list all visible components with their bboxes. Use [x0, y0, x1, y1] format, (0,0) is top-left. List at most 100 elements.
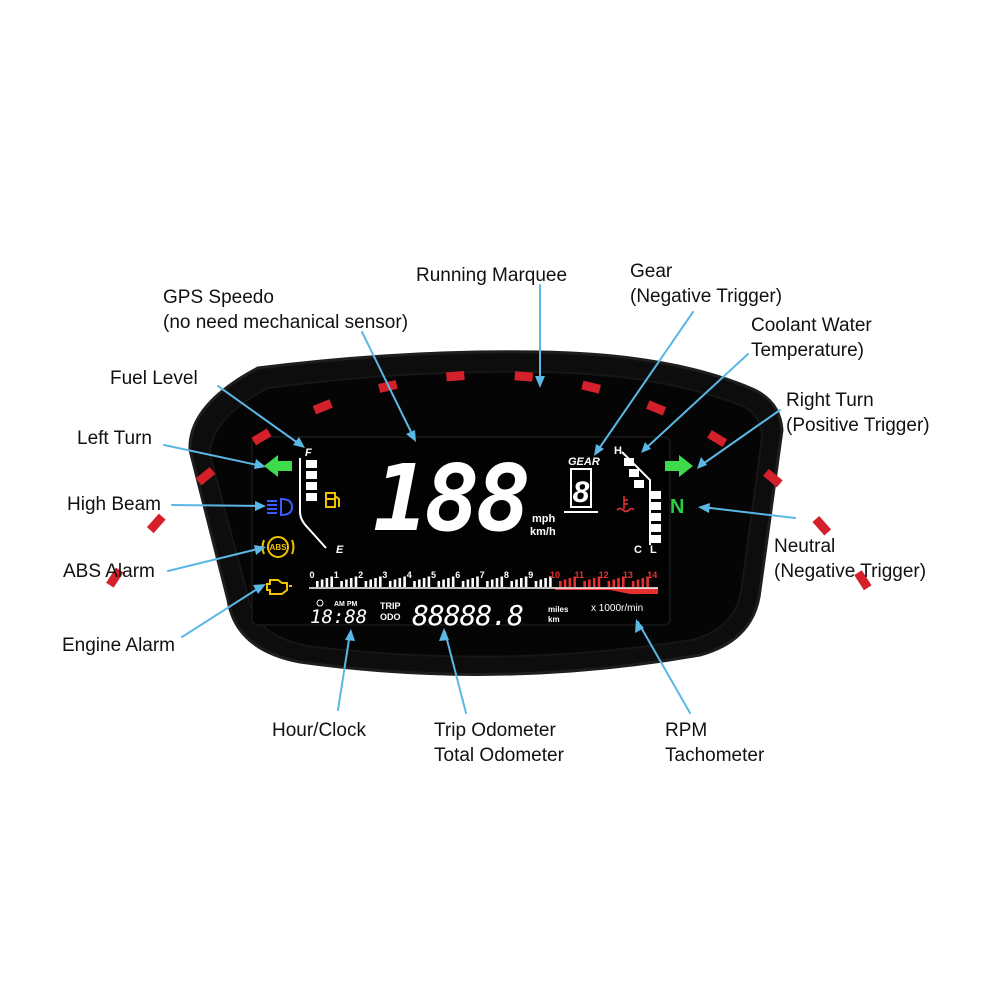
- callout-arrowheads: [253, 376, 710, 641]
- rpm-bar-segment: [559, 581, 562, 587]
- rpm-bar-segment: [354, 576, 358, 587]
- rpm-bar-segment: [495, 578, 499, 587]
- callout-engine-alarm: Engine Alarm: [62, 633, 175, 658]
- rpm-bar-segment: [369, 579, 372, 587]
- rpm-bar-segment: [330, 576, 333, 587]
- coolant-gauge: H C L: [614, 445, 661, 556]
- neutral-indicator: N: [670, 496, 684, 518]
- leader-rpm: [637, 621, 691, 714]
- gear-indicator: GEAR 8: [564, 456, 600, 513]
- odometer-readout: 88888.8: [412, 599, 523, 632]
- arrowhead-speedo: [406, 430, 416, 442]
- callout-coolant-line1: Coolant Water: [751, 315, 872, 336]
- speed-unit-kmh: km/h: [530, 526, 556, 538]
- callout-rpm-line1: RPM: [665, 720, 708, 741]
- gear-digit-frame: [570, 468, 592, 508]
- arrowhead-high-beam: [255, 501, 266, 511]
- arrowhead-abs: [254, 545, 266, 555]
- rpm-bar-segment: [612, 579, 615, 587]
- callout-abs-text: ABS Alarm: [63, 561, 155, 582]
- rpm-bar-segment: [447, 578, 450, 587]
- fuel-gauge-rail: [299, 458, 327, 549]
- rpm-bar-segment: [544, 578, 547, 587]
- callout-neutral-line1: Neutral: [774, 536, 836, 557]
- gear-digit: 8: [573, 476, 590, 509]
- fuel-bar-segment: [306, 471, 317, 479]
- rpm-bar-segment: [466, 579, 470, 587]
- leader-gear: [595, 311, 694, 454]
- rpm-bar-segment: [437, 581, 441, 587]
- callout-high-beam: High Beam: [67, 492, 161, 517]
- rpm-bar-segment: [486, 581, 489, 587]
- rpm-bar-segment: [471, 578, 474, 587]
- callout-abs-alarm: ABS Alarm: [63, 559, 155, 584]
- callout-neutral: Neutral (Negative Trigger): [774, 534, 926, 584]
- rpm-bar-segment: [583, 581, 586, 587]
- rpm-bar-segment: [403, 576, 406, 587]
- marquee-led-segment: [812, 515, 832, 536]
- callout-gps-line1: GPS Speedo: [163, 287, 274, 308]
- rpm-bar-segment: [592, 578, 596, 587]
- rpm-bar-segment: [379, 576, 382, 587]
- rpm-tick-label: 5: [431, 570, 436, 580]
- fuel-bar-segment: [320, 710, 332, 726]
- rpm-bar-segment: [588, 579, 591, 587]
- rpm-bar-segment: [631, 581, 635, 587]
- marquee-led-segment: [446, 371, 465, 382]
- callout-leaders: [163, 284, 796, 714]
- rpm-bar-segment: [617, 578, 620, 587]
- marquee-led-segment: [581, 380, 601, 394]
- callout-fuel-text: Fuel Level: [110, 368, 198, 389]
- odometer-group: TRIP ODO 88888.8 miles km: [380, 599, 569, 632]
- rpm-bar-segment: [510, 581, 513, 587]
- rpm-tick-label: 8: [504, 570, 509, 580]
- marquee-led-segment: [312, 399, 333, 415]
- callout-odometer: Trip Odometer Total Odometer: [434, 718, 564, 768]
- marquee-led-segment: [514, 371, 534, 382]
- leader-right-turn: [699, 409, 781, 467]
- callout-neutral-line2: (Negative Trigger): [774, 561, 927, 582]
- callout-rpm: RPM Tachometer: [665, 718, 764, 768]
- coolant-bar-segment: [634, 480, 644, 488]
- callout-left-turn: Left Turn: [77, 426, 152, 451]
- rpm-bar-segment: [539, 579, 543, 587]
- leader-fuel-level: [217, 385, 303, 447]
- rpm-bar-segment: [422, 578, 426, 587]
- rpm-bar-segment: [636, 579, 640, 587]
- rpm-tick-label: 0: [309, 570, 314, 580]
- rpm-bar-segment: [364, 581, 368, 587]
- coolant-bar-segment: [651, 502, 661, 510]
- marquee-led-segment: [707, 430, 728, 448]
- rpm-bar-segment: [393, 579, 397, 587]
- leader-neutral: [701, 506, 796, 519]
- rpm-tick-label: 2: [358, 570, 363, 580]
- fuel-full-label: F: [305, 447, 312, 459]
- rpm-bar-segment: [622, 576, 625, 587]
- leader-gps-speedo: [361, 331, 415, 439]
- ampm-label: AM PM: [334, 601, 358, 608]
- callout-right-turn-line1: Right Turn: [786, 390, 874, 411]
- rpm-bar-segment: [534, 581, 538, 587]
- coolant-bar-segment: [629, 469, 639, 477]
- rpm-bar-segment: [646, 576, 649, 587]
- arrowhead-gear: [594, 444, 604, 456]
- right-turn-arrow-icon: [665, 455, 693, 477]
- arrowhead-engine: [253, 584, 266, 594]
- callout-running-marquee-text: Running Marquee: [416, 265, 568, 286]
- callout-gear-line2: (Negative Trigger): [630, 286, 783, 307]
- rpm-tick-label: 1: [334, 570, 339, 580]
- coolant-gauge-rail: [621, 451, 651, 545]
- callout-rpm-line2: Tachometer: [665, 745, 765, 766]
- callout-running-marquee: Running Marquee: [416, 263, 567, 288]
- rpm-tick-label: 7: [480, 570, 485, 580]
- rpm-bar-segment: [316, 581, 319, 587]
- rpm-bar-segment: [563, 579, 567, 587]
- coolant-thermometer-icon: [616, 496, 635, 513]
- rpm-bar-segment: [607, 581, 611, 587]
- arrowhead-clock: [345, 629, 355, 641]
- speed-readout: 188: [373, 445, 528, 552]
- callout-high-beam-text: High Beam: [67, 494, 161, 515]
- arrowhead-left-turn: [254, 459, 266, 469]
- odo-unit-km: km: [548, 615, 560, 624]
